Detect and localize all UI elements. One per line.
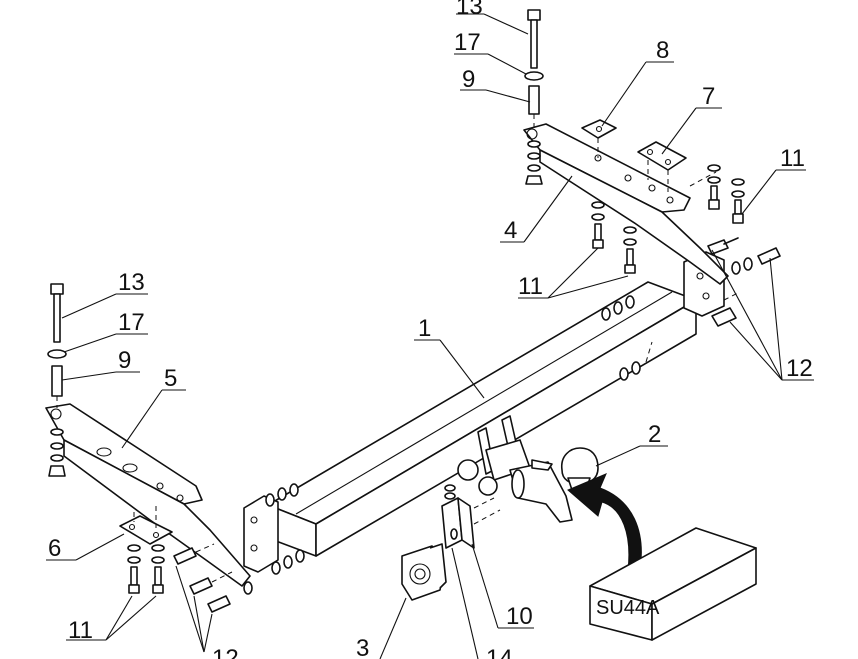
label-14: 14 bbox=[486, 645, 513, 659]
label-11-top-right: 11 bbox=[780, 145, 805, 172]
plate-7 bbox=[637, 141, 687, 192]
label-7: 7 bbox=[702, 83, 715, 110]
bolt-13-top bbox=[524, 9, 544, 130]
label-5: 5 bbox=[164, 365, 177, 392]
bolt-13-left bbox=[47, 283, 67, 408]
label-2: 2 bbox=[648, 421, 661, 448]
bolts-12-bottom bbox=[173, 543, 233, 613]
label-13-top: 13 bbox=[456, 0, 483, 20]
nuts-crossbar-right bbox=[601, 295, 653, 381]
leader-lines bbox=[46, 13, 814, 659]
bolts-11-right-bracket bbox=[591, 201, 637, 274]
label-12-bottom: 12 bbox=[212, 645, 239, 659]
tow-ball bbox=[560, 447, 599, 491]
label-13-left: 13 bbox=[118, 269, 145, 296]
left-side-bracket bbox=[45, 403, 251, 587]
kit-box-code: SU44A bbox=[596, 597, 660, 619]
label-8: 8 bbox=[656, 37, 669, 64]
label-4: 4 bbox=[504, 217, 517, 244]
kit-box: SU44A bbox=[589, 527, 757, 641]
left-end-plate bbox=[243, 495, 279, 573]
label-10: 10 bbox=[506, 603, 533, 630]
label-11-center: 11 bbox=[518, 273, 543, 300]
label-9-left: 9 bbox=[118, 347, 131, 374]
right-side-bracket bbox=[523, 123, 729, 285]
nut-stack-left bbox=[48, 428, 66, 477]
ball-mount bbox=[457, 415, 573, 523]
part-labels: 13 17 9 8 7 11 4 11 12 1 2 13 17 9 5 6 1… bbox=[48, 0, 813, 659]
label-9-top: 9 bbox=[462, 66, 475, 93]
label-12-right: 12 bbox=[786, 355, 813, 382]
plate-6 bbox=[119, 506, 173, 545]
electric-socket bbox=[401, 543, 447, 601]
nuts-crossbar-left bbox=[243, 483, 305, 595]
socket-bracket bbox=[441, 484, 501, 549]
bolts-12-right bbox=[707, 237, 781, 327]
label-17-left: 17 bbox=[118, 309, 145, 336]
label-1: 1 bbox=[418, 315, 431, 342]
label-6: 6 bbox=[48, 535, 61, 562]
curved-arrow bbox=[567, 473, 642, 571]
label-11-bottom-left: 11 bbox=[68, 617, 93, 644]
bolts-11-top-right bbox=[707, 164, 745, 224]
label-17-top: 17 bbox=[454, 29, 481, 56]
plate-8 bbox=[581, 119, 617, 158]
bolts-11-bottom-left bbox=[127, 544, 165, 594]
label-3: 3 bbox=[356, 635, 369, 659]
nut-stack-right-top bbox=[525, 140, 543, 185]
